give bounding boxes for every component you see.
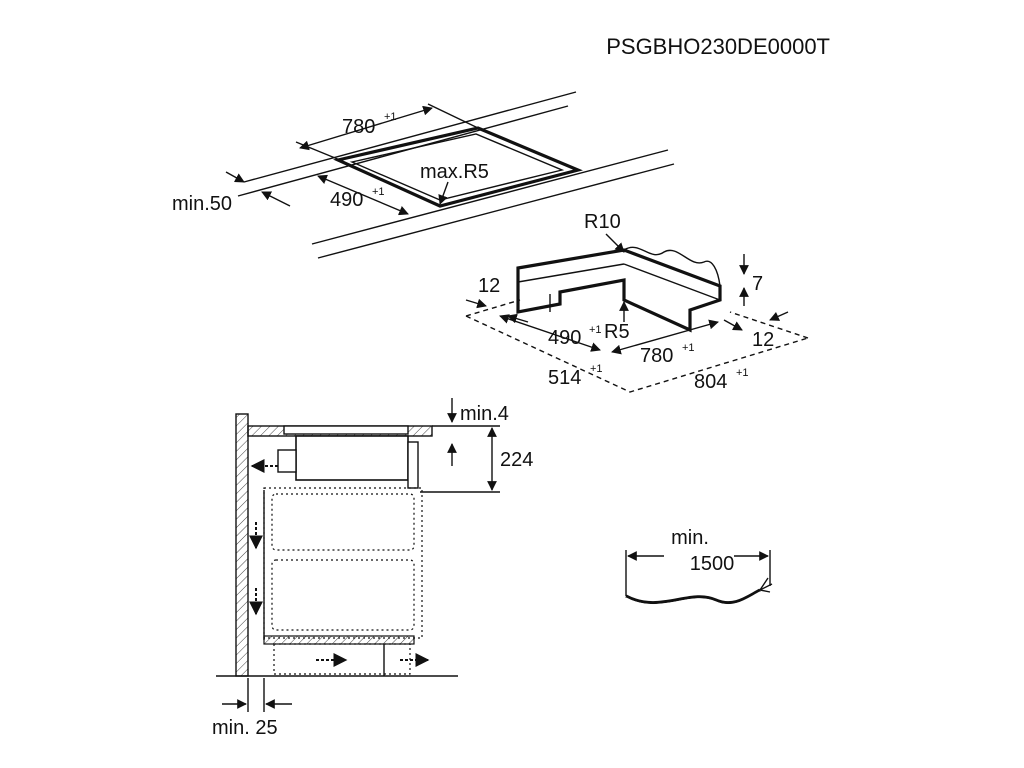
countertop-cutout-view: 780 +1 490 +1 max.R5 min.50	[172, 91, 675, 259]
wall-gap-label: min. 25	[212, 717, 278, 739]
cable-wire	[759, 583, 773, 591]
frame-border-right-label: 12	[752, 329, 774, 351]
radius-leader	[605, 233, 625, 253]
inner-depth-tolerance: +1	[589, 324, 602, 336]
border-arrow	[465, 298, 487, 309]
frame-border-left-label: 12	[478, 275, 500, 297]
drawer-lower	[271, 559, 415, 631]
cutout-width-label: 780	[342, 116, 375, 138]
inner-depth-label: 490	[548, 327, 581, 349]
inner-width-label: 780	[640, 345, 673, 367]
cabinet-outline	[263, 487, 423, 639]
model-code: PSGBHO230DE0000T	[606, 34, 830, 59]
outer-width-tolerance: +1	[736, 367, 749, 379]
cabinet-section-view: min.4 224 min. 25	[212, 398, 533, 739]
inner-width-tolerance: +1	[682, 342, 695, 354]
border-arrow	[507, 313, 529, 324]
hob-glass	[283, 425, 409, 435]
frame-depth-label: 7	[752, 273, 763, 295]
frame-inner-edge	[517, 263, 625, 283]
frame-outer-outline	[465, 315, 809, 393]
cutout-depth-tolerance: +1	[372, 186, 385, 198]
worktop-back-edge	[243, 91, 577, 183]
border-arrow	[769, 311, 789, 321]
cable-length-label: 1500	[690, 553, 735, 575]
cutout-radius-label: max.R5	[420, 161, 489, 183]
frame-inner-edge	[623, 263, 721, 301]
cable	[625, 588, 761, 605]
cutout-width-dimension	[299, 105, 433, 151]
frame-body	[516, 248, 722, 333]
frame-outer-outline	[465, 299, 521, 317]
inner-depth-dimension	[499, 314, 601, 352]
cable-wire	[759, 589, 771, 593]
cutout-width-tolerance: +1	[384, 111, 397, 123]
drawer-upper	[271, 493, 415, 551]
worktop-front-edge	[311, 149, 669, 245]
cutout-depth-label: 490	[330, 189, 363, 211]
break-line	[623, 246, 721, 287]
frame-inner-radius-label: R5	[604, 321, 630, 343]
extension-line	[295, 141, 341, 161]
frame-outer-radius-label: R10	[584, 211, 621, 233]
top-gap-label: min.4	[460, 403, 509, 425]
frame-detail-view: R10 7 12 R5 490 +1 780 +1 12 514 +1 804 …	[465, 211, 809, 393]
height-label: 224	[500, 449, 533, 471]
cable-highlight	[625, 591, 761, 606]
border-arrow	[723, 319, 743, 331]
cutout-depth-dimension	[317, 174, 409, 216]
outer-width-label: 804	[694, 371, 727, 393]
cutout-inner-edge	[349, 133, 565, 201]
inner-width-dimension	[611, 319, 719, 355]
frame-outer-outline	[729, 311, 809, 339]
hob-body	[295, 435, 409, 481]
extension-line	[427, 103, 479, 129]
worktop-front-edge-2	[317, 163, 675, 259]
outer-depth-label: 514	[548, 367, 581, 389]
wall	[235, 413, 249, 677]
power-cable-view: min. 1500	[625, 527, 773, 606]
cabinet-bottom	[263, 635, 415, 645]
min-front-arrow	[261, 191, 291, 207]
min-front-arrow	[225, 171, 245, 183]
min-front-distance-label: min.50	[172, 193, 232, 215]
radius-leader	[438, 181, 449, 205]
cable-wire	[759, 577, 769, 591]
cable-min-label: min.	[671, 527, 709, 549]
hob-side-unit	[407, 441, 419, 489]
hob-outlet	[277, 449, 297, 473]
outer-depth-tolerance: +1	[590, 363, 603, 375]
